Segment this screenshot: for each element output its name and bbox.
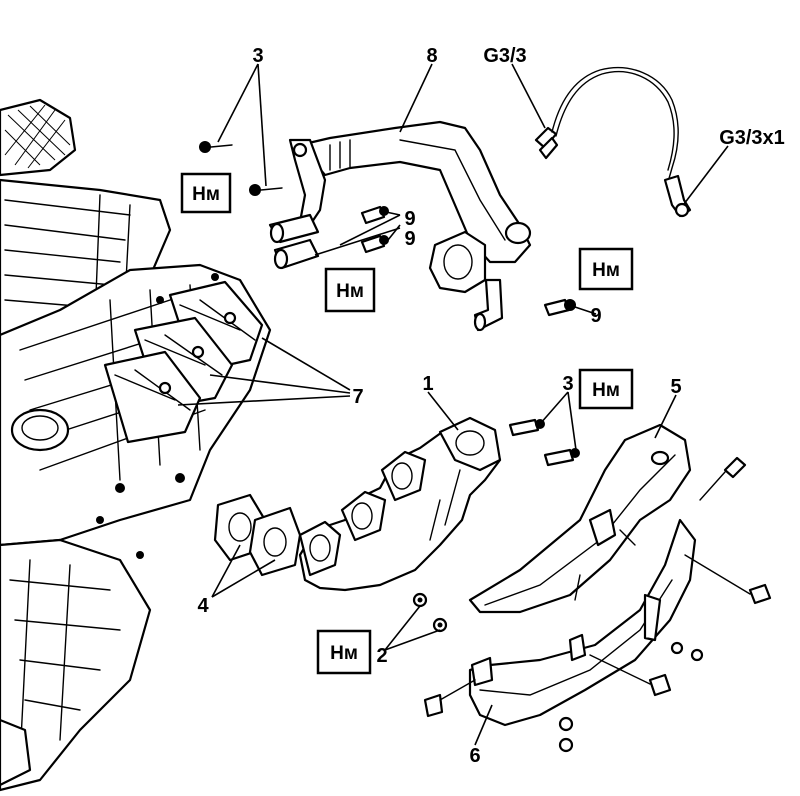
torque-box-3: Нм [578, 247, 634, 291]
callout-g33: G3/3 [483, 45, 526, 67]
oxygen-sensor-g33 [534, 66, 692, 218]
callout-3-mid: 3 [562, 373, 573, 395]
lower-heat-shield [468, 518, 697, 727]
torque-box-5: Нм [316, 629, 372, 675]
callout-g33x1: G3/3x1 [719, 127, 785, 149]
torque-box-4: Нм [578, 368, 634, 410]
callout-4: 4 [197, 595, 209, 617]
exhaust-manifold [298, 416, 502, 592]
heat-shield-segments [103, 280, 264, 444]
leader-lines [177, 63, 729, 746]
egr-pipe [268, 120, 532, 332]
callout-9-a: 9 [404, 208, 415, 230]
callout-2: 2 [376, 645, 387, 667]
svg-text:Нм: Нм [192, 184, 220, 205]
upper-heat-shield [468, 423, 692, 614]
callout-8: 8 [426, 45, 437, 67]
svg-text:Нм: Нм [592, 380, 620, 401]
callout-9-b: 9 [404, 228, 415, 250]
torque-box-2: Нм [324, 267, 376, 313]
svg-text:Нм: Нм [330, 643, 358, 664]
svg-text:Нм: Нм [336, 281, 364, 302]
callout-3-top: 3 [252, 45, 263, 67]
torque-box-1: Нм [180, 172, 232, 214]
callout-5: 5 [670, 376, 681, 398]
callout-1: 1 [422, 373, 433, 395]
manifold-gaskets [213, 493, 302, 577]
callout-7: 7 [352, 386, 363, 408]
fasteners [199, 141, 772, 753]
callout-6: 6 [469, 745, 480, 767]
callout-9-c: 9 [590, 305, 601, 327]
svg-text:Нм: Нм [592, 260, 620, 281]
